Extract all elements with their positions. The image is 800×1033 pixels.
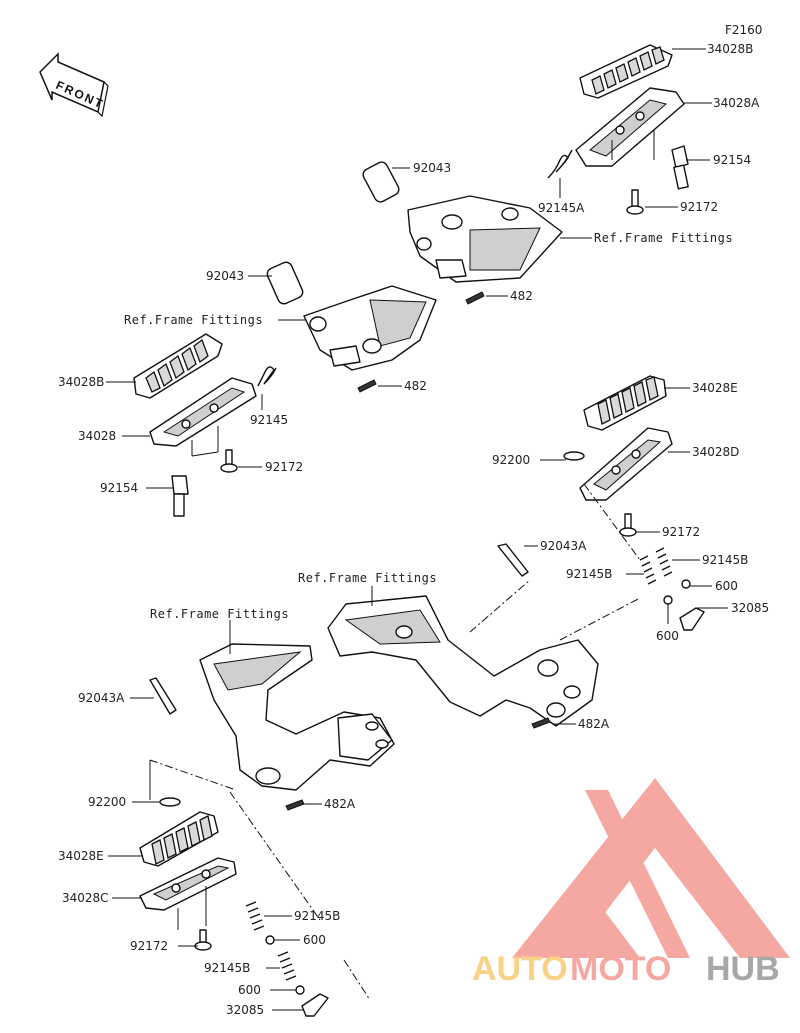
label-92043A-right: 92043A (540, 539, 587, 553)
label-ref-right: Ref.Frame Fittings (298, 571, 437, 585)
figure-code: F2160 (725, 23, 762, 37)
label-34028-left: 34028 (78, 429, 116, 443)
watermark-moto: MOTO (570, 950, 671, 988)
label-34028B-left: 34028B (58, 375, 104, 389)
label-92145B-r1: 92145B (702, 553, 748, 567)
label-92145B-l1: 92145B (294, 909, 340, 923)
watermark-auto: AUTO (472, 950, 568, 988)
label-32085-right: 32085 (731, 601, 769, 615)
label-34028C: 34028C (62, 891, 109, 905)
label-92145A: 92145A (538, 201, 585, 215)
label-92200-right: 92200 (492, 453, 530, 467)
leader-lines (106, 48, 728, 1011)
middle-left-bracket (266, 261, 437, 393)
label-ref-left: Ref.Frame Fittings (150, 607, 289, 621)
top-right-footpeg (547, 44, 689, 215)
label-482-top: 482 (510, 289, 533, 303)
label-92172-left: 92172 (265, 460, 303, 474)
label-600-r2: 600 (656, 629, 679, 643)
label-92145B-r2: 92145B (566, 567, 612, 581)
callout-labels: 34028B 34028A 92154 92145A 92172 92043 R… (58, 42, 769, 1017)
label-92154-top: 92154 (713, 153, 751, 167)
label-600-r1: 600 (715, 579, 738, 593)
label-92172-right: 92172 (662, 525, 700, 539)
left-footpeg (133, 333, 277, 517)
label-482A-right: 482A (578, 717, 610, 731)
label-92145-left: 92145 (250, 413, 288, 427)
label-600-l1: 600 (303, 933, 326, 947)
label-92172-bottom: 92172 (130, 939, 168, 953)
label-482-mid: 482 (404, 379, 427, 393)
label-34028B-top: 34028B (707, 42, 753, 56)
label-92172-top: 92172 (680, 200, 718, 214)
label-ref-top: Ref.Frame Fittings (594, 231, 733, 245)
label-92043-top: 92043 (413, 161, 451, 175)
label-34028A: 34028A (713, 96, 760, 110)
label-482A-left: 482A (324, 797, 356, 811)
label-92145B-l2: 92145B (204, 961, 250, 975)
right-main-bracket (327, 595, 599, 729)
automotohub-logo: AUTO MOTO HUB (472, 778, 790, 988)
label-ref-mid: Ref.Frame Fittings (124, 313, 263, 327)
label-92200-left: 92200 (88, 795, 126, 809)
bottom-left-footpeg (139, 797, 329, 1017)
label-92043A-left: 92043A (78, 691, 125, 705)
label-92043-mid: 92043 (206, 269, 244, 283)
top-center-bracket (362, 161, 563, 305)
label-600-l2: 600 (238, 983, 261, 997)
right-footpeg (497, 375, 705, 631)
front-arrow-icon: FRONT (39, 52, 109, 118)
label-34028E-right: 34028E (692, 381, 738, 395)
label-34028E-left: 34028E (58, 849, 104, 863)
watermark-hub: HUB (706, 950, 780, 988)
label-34028D: 34028D (692, 445, 739, 459)
label-32085-left: 32085 (226, 1003, 264, 1017)
label-92154-left: 92154 (100, 481, 138, 495)
left-main-bracket (149, 643, 395, 811)
